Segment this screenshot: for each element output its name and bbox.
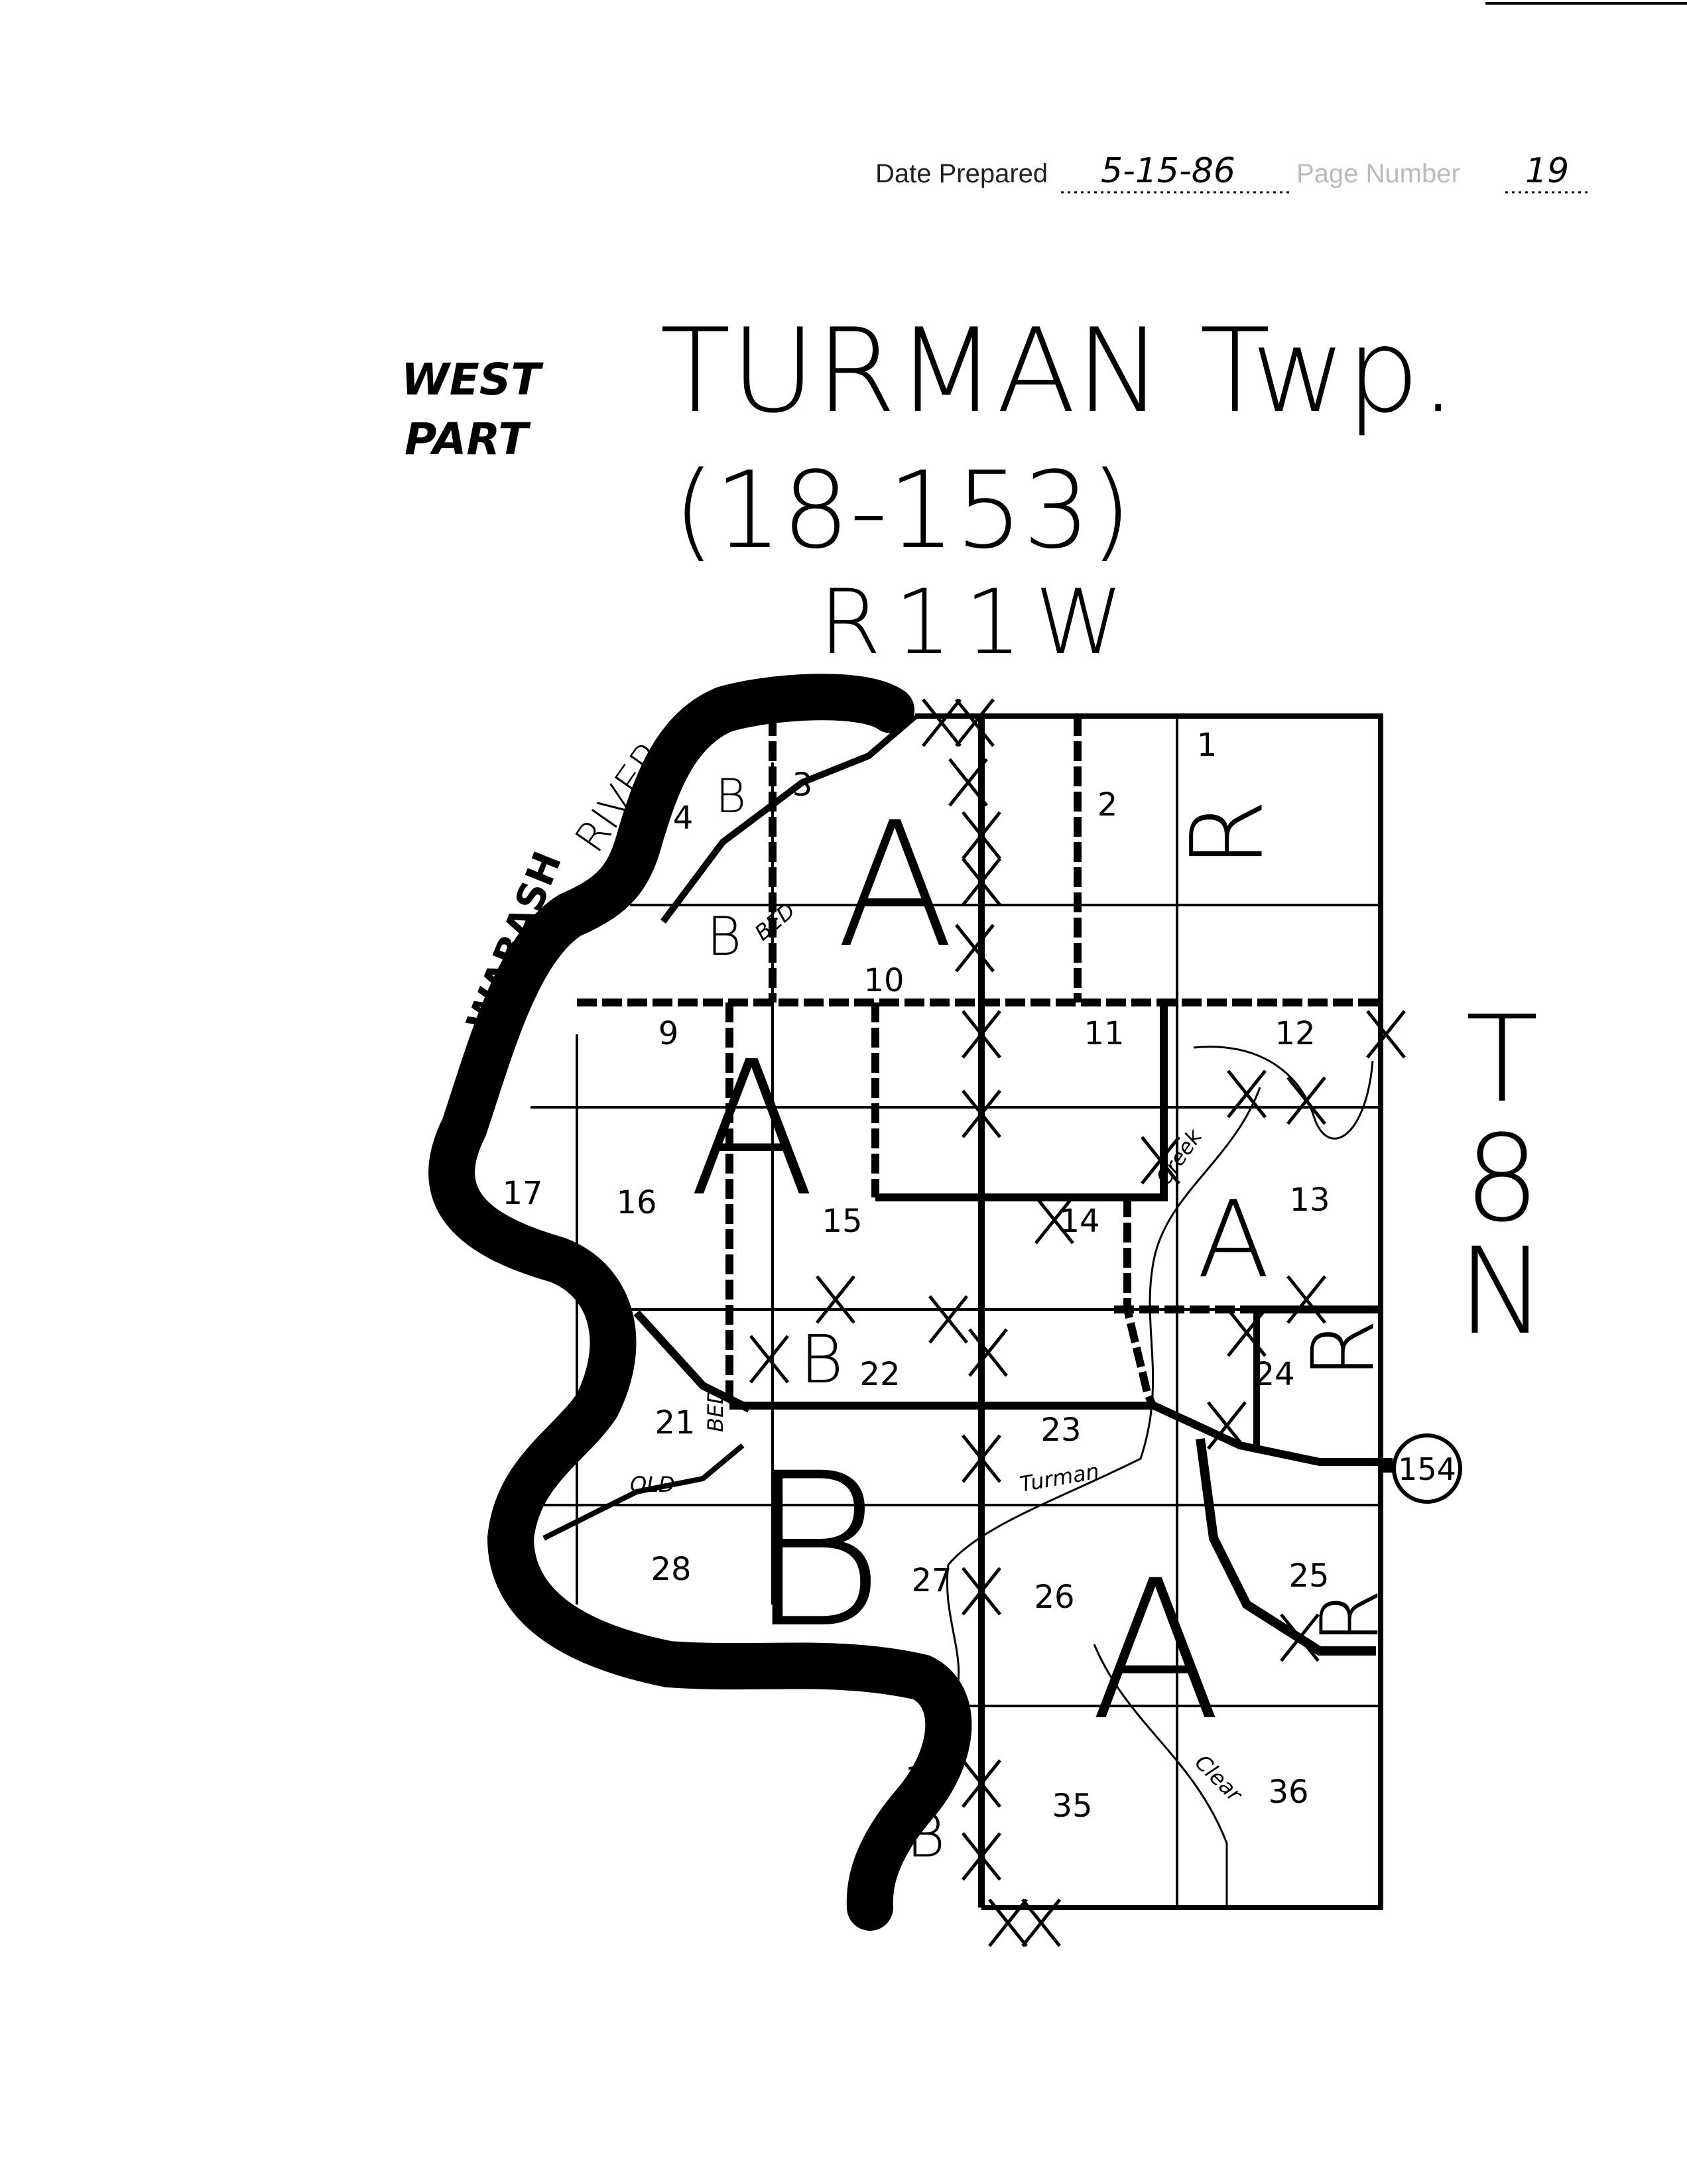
west-label: WEST — [401, 354, 544, 405]
x-mark — [928, 1295, 968, 1344]
creek-line — [946, 1087, 1261, 1698]
x-mark — [962, 1089, 1001, 1138]
page-number-value: 19 — [1525, 151, 1569, 191]
x-mark — [1207, 1401, 1247, 1450]
zone-letter-r: R — [1170, 799, 1286, 868]
range-label: R11W — [819, 570, 1137, 674]
x-mark — [962, 1010, 1001, 1059]
section-number-24: 24 — [1254, 1356, 1294, 1393]
tier-t: T — [1466, 991, 1538, 1129]
header: Date Prepared 5-15-86 Page Number 19 — [875, 151, 1592, 194]
x-mark — [955, 924, 995, 973]
zone-letter-r: R — [1304, 1589, 1397, 1644]
section-number-26: 26 — [1034, 1579, 1074, 1616]
township-title: TURMAN Twp. — [660, 304, 1457, 439]
x-mark — [1286, 1275, 1326, 1324]
road — [875, 1002, 1168, 1201]
section-number-28: 28 — [651, 1551, 691, 1588]
x-mark — [1141, 1136, 1180, 1185]
wabash-river — [428, 674, 972, 1931]
section-number-36: 36 — [1268, 1774, 1308, 1811]
zone-letter-b: B — [906, 1801, 946, 1871]
x-mark — [749, 1335, 789, 1384]
x-mark — [948, 758, 988, 807]
road — [633, 1309, 751, 1413]
stream-line — [1193, 1046, 1374, 1140]
bed-label: BED — [703, 1388, 728, 1432]
x-mark — [988, 1898, 1028, 1947]
x-mark — [962, 1832, 1001, 1881]
section-number-17: 17 — [502, 1175, 542, 1212]
section-number-34: 34 — [905, 1761, 946, 1798]
section-number-12: 12 — [1275, 1015, 1315, 1052]
section-number-23: 23 — [1040, 1412, 1081, 1449]
x-mark — [1366, 1010, 1406, 1059]
section-number-3: 3 — [792, 766, 813, 804]
road — [729, 1402, 1393, 1466]
tier-n: N — [1458, 1223, 1547, 1361]
section-number-25: 25 — [1288, 1557, 1329, 1595]
section-number-27: 27 — [911, 1562, 952, 1599]
section-number-13: 13 — [1289, 1182, 1330, 1219]
x-mark — [962, 857, 1001, 906]
x-mark — [968, 1328, 1008, 1377]
route-154-shield — [1392, 1433, 1462, 1504]
x-mark — [1286, 1076, 1326, 1125]
date-prepared-value: 5-15-86 — [1101, 151, 1235, 191]
x-mark — [922, 698, 962, 747]
road — [660, 713, 918, 924]
zone-letter-b: B — [800, 1321, 843, 1398]
section-number-16: 16 — [616, 1184, 656, 1221]
x-mark — [1034, 1195, 1074, 1244]
zone-letter-a: A — [1197, 1178, 1269, 1302]
x-mark — [962, 1434, 1001, 1483]
river-bank — [719, 687, 898, 731]
road — [1196, 1438, 1376, 1656]
section-number-21: 21 — [655, 1404, 695, 1441]
tier-8: 8 — [1464, 1110, 1540, 1248]
x-mark — [962, 811, 1001, 860]
old-label: OLD — [630, 1472, 675, 1497]
zone-letter-b: B — [707, 906, 741, 967]
section-number-1: 1 — [1197, 727, 1218, 764]
zone-letter-a: A — [836, 786, 954, 986]
section-number-11: 11 — [1084, 1015, 1124, 1052]
part-label: PART — [405, 414, 531, 465]
road-dashed — [1123, 1197, 1158, 1411]
zone-letter-a: A — [688, 1022, 816, 1238]
x-mark — [962, 1567, 1001, 1616]
x-mark — [1021, 1898, 1061, 1947]
section-number-22: 22 — [859, 1356, 900, 1393]
section-number-4: 4 — [673, 800, 694, 837]
x-mark — [1280, 1613, 1320, 1662]
x-mark — [962, 1759, 1001, 1808]
zone-letter-b: B — [716, 769, 746, 823]
x-mark — [816, 1275, 855, 1324]
page-number-label: Page Number — [1296, 159, 1460, 188]
x-mark — [1227, 1069, 1267, 1119]
zone-letter-r: R — [1293, 1319, 1394, 1378]
title-block: WEST PART TURMAN Twp. (18-153) R11W T 8 … — [401, 304, 1546, 1361]
turman-label: Turman — [1018, 1458, 1101, 1496]
section-number-35: 35 — [1052, 1788, 1092, 1825]
x-mark — [955, 698, 995, 747]
section-number-15: 15 — [822, 1203, 862, 1240]
section-number-9: 9 — [658, 1015, 679, 1052]
township-code: (18-153) — [673, 448, 1132, 572]
section-number-2: 2 — [1097, 786, 1118, 823]
section-grid — [531, 713, 1393, 1910]
old-bed-road — [542, 1443, 745, 1541]
date-prepared-label: Date Prepared — [875, 159, 1048, 188]
section-number-10: 10 — [863, 962, 904, 999]
zone-letter-a: A — [1090, 1540, 1221, 1763]
zone-letter-b: B — [746, 1428, 885, 1675]
clear-creek-line — [1093, 1644, 1228, 1908]
route-154-label: 154 — [1398, 1451, 1456, 1487]
x-mark — [1227, 1308, 1267, 1357]
